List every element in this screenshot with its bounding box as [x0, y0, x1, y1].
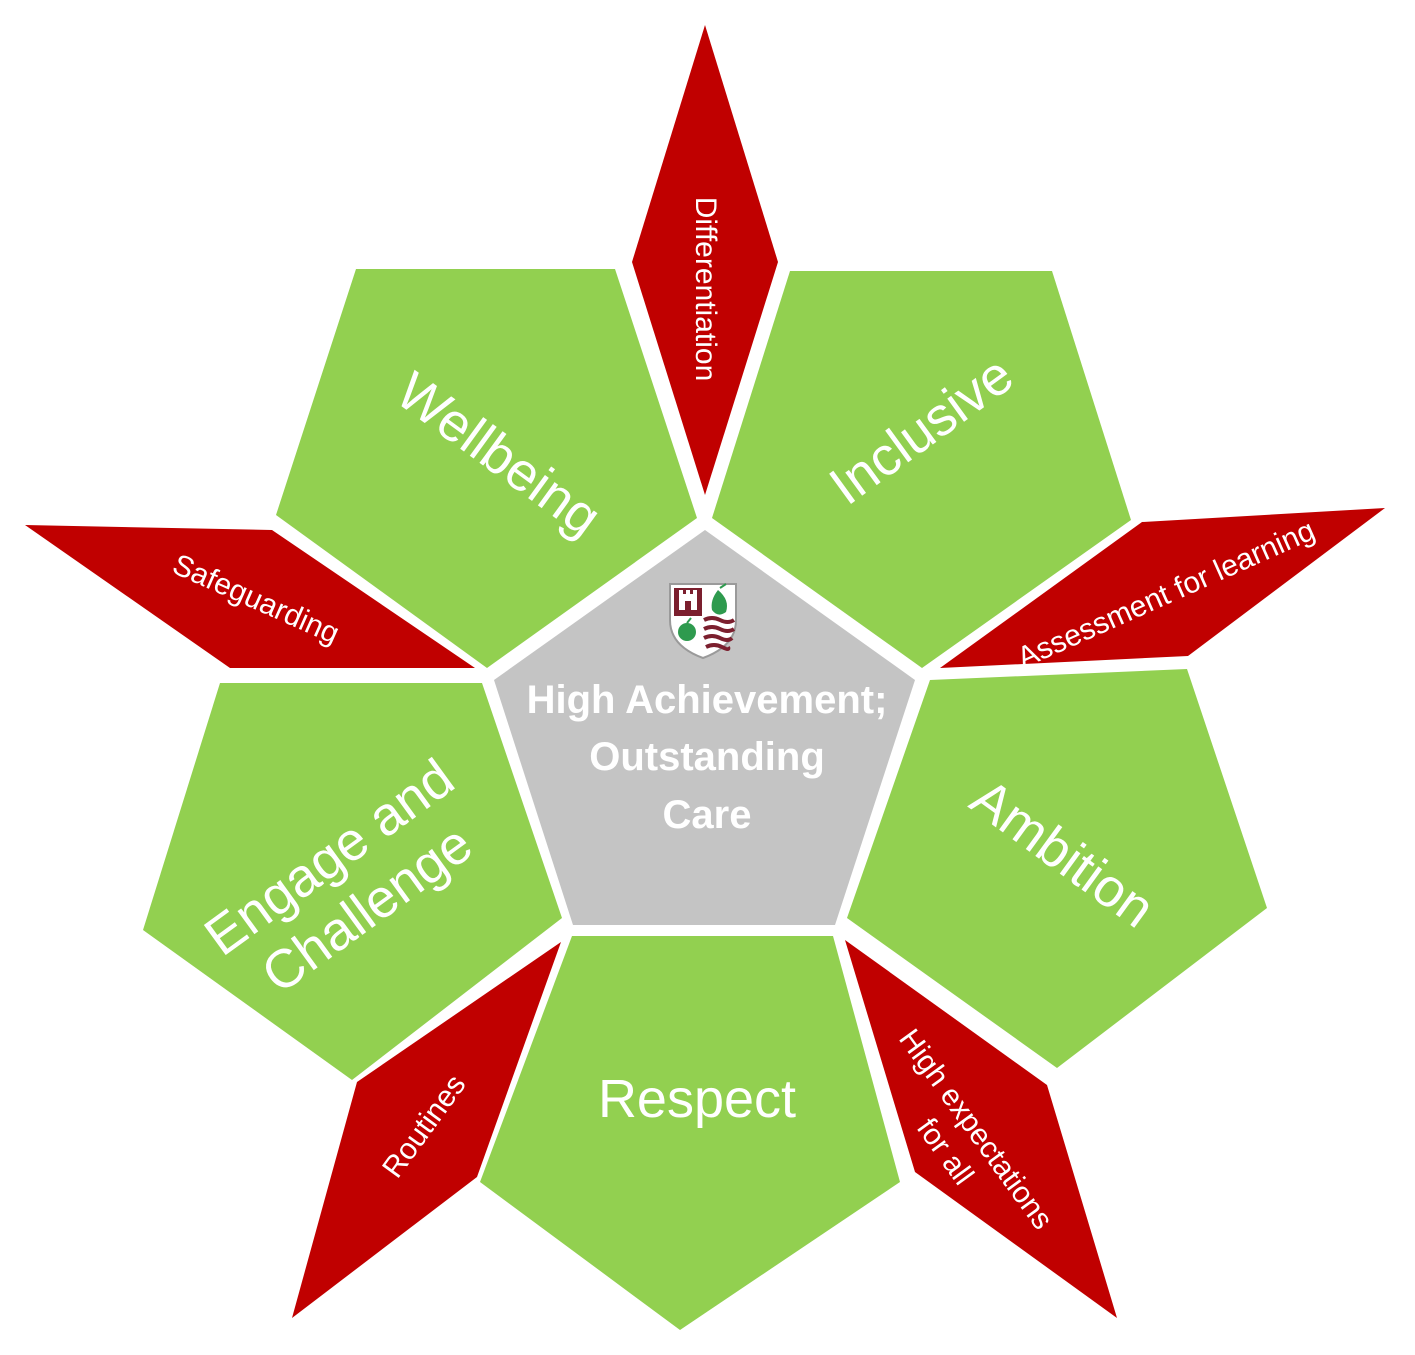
respect-pentagon	[480, 936, 900, 1330]
inclusive-pentagon	[712, 271, 1131, 668]
high-expectations-diamond	[845, 940, 1117, 1318]
respect-label: Respect	[598, 1069, 796, 1129]
center-title-line-3: Care	[663, 793, 752, 837]
engage-challenge-pentagon	[143, 683, 562, 1080]
routines-diamond	[292, 942, 561, 1318]
ambition-pentagon	[847, 669, 1267, 1068]
wellbeing-pentagon	[276, 269, 697, 668]
differentiation-diamond	[632, 25, 778, 495]
center-title-line-2: Outstanding	[589, 735, 825, 779]
differentiation-label: Differentiation	[689, 197, 722, 382]
center-pentagon	[494, 530, 915, 925]
assessment-diamond	[940, 508, 1385, 668]
safeguarding-diamond	[25, 525, 475, 668]
center-title-line-1: High Achievement;	[527, 678, 888, 722]
school-crest-icon	[669, 583, 737, 660]
